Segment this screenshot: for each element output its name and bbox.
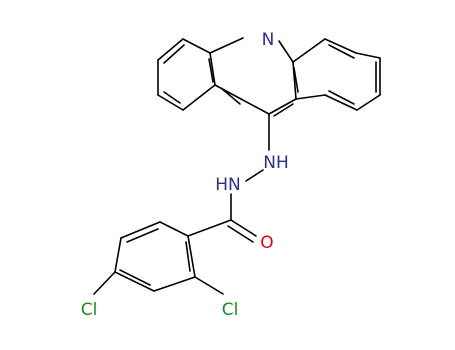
bond-line-18 bbox=[292, 38, 326, 63]
bond-line-23 bbox=[324, 94, 358, 111]
bond-line-36 bbox=[114, 237, 122, 273]
bond-line-29 bbox=[245, 169, 264, 182]
hydrazine-nh-label: NH bbox=[263, 153, 289, 173]
bond-line-19 bbox=[324, 38, 357, 54]
bond-line-3 bbox=[182, 84, 216, 111]
bond-line-6 bbox=[163, 44, 185, 64]
chlorine-right-label: Cl bbox=[222, 300, 239, 320]
bond-line-39 bbox=[187, 235, 196, 278]
bond-line-10 bbox=[214, 84, 242, 100]
hydrazine-hn-label: HN bbox=[215, 175, 241, 195]
bond-line-41 bbox=[119, 269, 151, 286]
bond-line-44 bbox=[194, 276, 224, 295]
bond-line-22 bbox=[356, 94, 381, 111]
bond-line-1 bbox=[182, 38, 211, 54]
bond-line-24 bbox=[295, 94, 326, 100]
bond-line-7 bbox=[208, 58, 214, 83]
ring-nitrogen-label: N bbox=[262, 30, 275, 50]
bond-line-8 bbox=[163, 91, 181, 104]
bond-line-38 bbox=[153, 276, 196, 292]
bond-line-12 bbox=[268, 98, 297, 115]
bond-line-31 bbox=[230, 219, 257, 237]
bond-line-16 bbox=[273, 103, 294, 117]
bond-line-25 bbox=[328, 44, 355, 59]
bond-line-33 bbox=[187, 219, 232, 237]
bond-line-15 bbox=[220, 87, 241, 105]
bond-line-34 bbox=[159, 221, 189, 237]
bond-line-9 bbox=[209, 37, 244, 54]
bond-line-43 bbox=[93, 271, 116, 295]
bond-line-4 bbox=[157, 94, 184, 111]
bond-line-20 bbox=[355, 52, 381, 59]
bond-line-2 bbox=[209, 52, 216, 86]
bond-line-40 bbox=[126, 228, 159, 243]
chlorine-left-label: Cl bbox=[81, 300, 98, 320]
bond-lines bbox=[93, 37, 381, 295]
bond-line-27 bbox=[328, 90, 355, 105]
carbonyl-oxygen-label: O bbox=[260, 233, 273, 253]
bond-line-37 bbox=[114, 271, 155, 292]
bond-line-0 bbox=[157, 38, 184, 61]
bond-line-42 bbox=[185, 241, 191, 272]
bond-line-14 bbox=[278, 40, 294, 63]
bond-line-32 bbox=[227, 225, 254, 243]
bond-line-35 bbox=[120, 221, 161, 239]
bond-line-11 bbox=[240, 98, 270, 115]
bond-line-17 bbox=[293, 67, 299, 93]
